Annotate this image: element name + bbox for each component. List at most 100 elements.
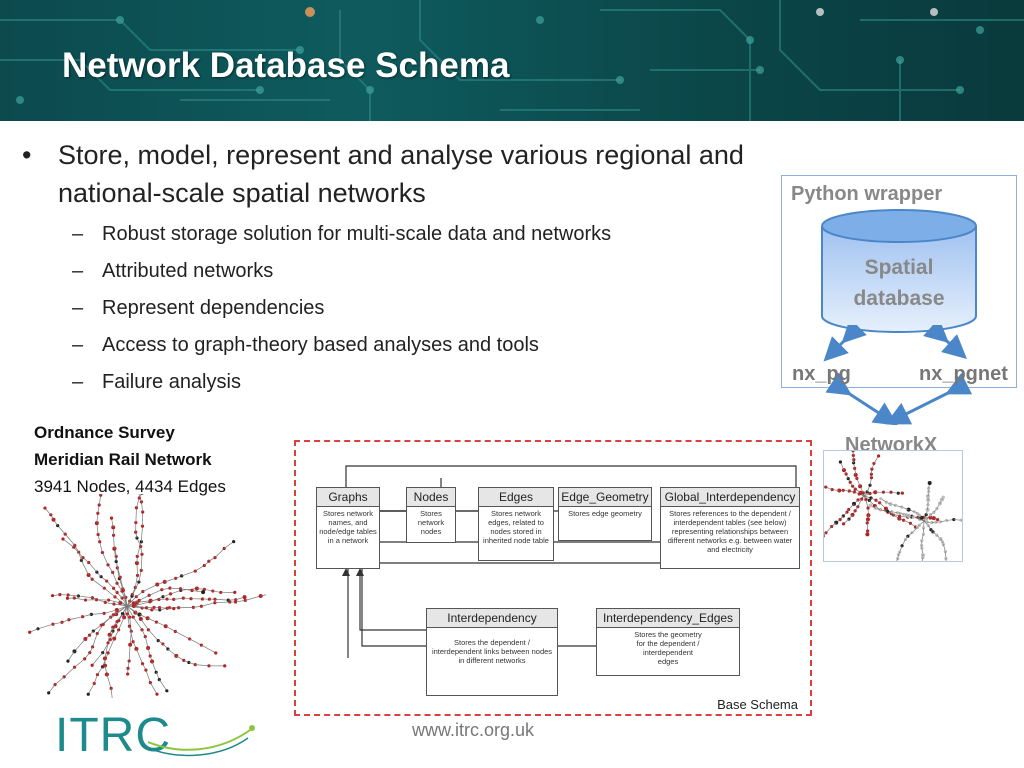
network-edge: [108, 599, 121, 604]
network-node: [152, 605, 156, 610]
network-node: [127, 659, 131, 663]
network-node: [140, 494, 144, 495]
network-node: [92, 681, 96, 686]
network-edge: [148, 629, 159, 641]
network-node: [172, 607, 176, 611]
network-node: [135, 536, 139, 540]
table-desc: Stores edge geometry: [568, 509, 642, 518]
network-edge: [126, 595, 133, 607]
network-node: [900, 544, 904, 548]
database-label: Spatial database: [820, 252, 978, 314]
title-banner: [0, 0, 1024, 121]
network-node: [213, 601, 217, 605]
network-node: [941, 542, 946, 547]
network-node: [162, 579, 167, 584]
sub-bullet: – Access to graph-theory based analyses …: [22, 327, 782, 364]
network-node: [193, 569, 197, 573]
network-edge: [92, 633, 98, 648]
circuit-pattern: [0, 0, 1024, 121]
network-node: [106, 598, 111, 602]
network-node: [140, 524, 145, 528]
network-node: [199, 604, 203, 608]
network-node: [95, 673, 100, 677]
network-node: [868, 503, 873, 508]
network-edge: [126, 605, 131, 618]
network-node: [161, 595, 165, 599]
network-node: [134, 506, 139, 510]
network-node: [841, 488, 845, 492]
network-edge: [136, 541, 142, 557]
network-node: [177, 606, 181, 610]
network-node: [114, 559, 118, 564]
network-edge: [104, 642, 109, 659]
network-node: [168, 586, 172, 590]
network-node: [931, 516, 936, 521]
network-node: [137, 580, 141, 584]
database-label-line1: Spatial: [864, 256, 934, 279]
table-name: Interdependency_Edges: [597, 609, 739, 628]
network-node: [148, 654, 152, 658]
table-name: Edge_Geometry: [559, 488, 651, 507]
database-cylinder-icon: [821, 209, 977, 333]
network-edge: [189, 638, 202, 646]
network-edge: [135, 507, 137, 523]
network-node: [131, 640, 135, 644]
network-edge: [136, 563, 138, 576]
network-node: [95, 631, 99, 636]
network-node: [201, 590, 206, 595]
network-node: [43, 506, 47, 510]
network-edge: [136, 648, 143, 664]
network-node: [926, 498, 931, 503]
network-node: [921, 526, 926, 530]
network-edge: [135, 601, 150, 606]
network-edge: [119, 577, 124, 591]
table-interdependency-edges: Interdependency_Edges Stores the geometr…: [596, 608, 740, 676]
table-desc: Stores network names, and node/edge tabl…: [319, 509, 377, 545]
base-schema-label: Base Schema: [717, 697, 798, 712]
network-node: [865, 532, 870, 537]
network-node: [96, 511, 100, 515]
network-node: [900, 491, 904, 495]
network-node: [898, 514, 902, 518]
network-node: [865, 490, 869, 494]
network-edge: [223, 541, 234, 549]
network-edge: [195, 664, 210, 667]
network-edge: [260, 594, 266, 597]
network-edge: [141, 501, 144, 513]
slide-title: Network Database Schema: [62, 46, 510, 85]
nx-pgnet-label: nx_pgnet: [919, 363, 1008, 385]
network-node: [866, 506, 870, 510]
network-node: [121, 588, 125, 592]
bullet-glyph: •: [22, 140, 32, 170]
network-node: [921, 555, 925, 560]
network-edge: [169, 587, 181, 590]
network-node: [86, 572, 91, 577]
network-edge: [98, 495, 102, 506]
network-edge: [164, 577, 176, 583]
network-node: [146, 645, 151, 650]
network-node: [72, 596, 76, 600]
network-node: [144, 606, 149, 610]
network-node: [126, 672, 130, 676]
network-node: [80, 615, 85, 619]
network-node: [144, 668, 148, 672]
network-edge: [129, 617, 132, 632]
network-node: [155, 582, 160, 587]
network-node: [111, 629, 115, 633]
network-edge: [148, 589, 162, 596]
network-node: [874, 506, 878, 510]
network-node: [104, 672, 109, 677]
network-edge: [113, 603, 128, 607]
network-node: [137, 598, 141, 603]
network-edge: [68, 594, 79, 597]
network-edge: [74, 658, 85, 668]
network-node: [925, 494, 930, 499]
sub-bullet-text: Failure analysis: [102, 371, 241, 393]
network-edge: [113, 605, 128, 616]
network-node: [846, 476, 850, 481]
network-node: [172, 597, 176, 601]
network-edge: [126, 596, 137, 607]
network-node: [98, 540, 102, 544]
network-node: [938, 520, 942, 524]
network-node: [888, 502, 893, 507]
